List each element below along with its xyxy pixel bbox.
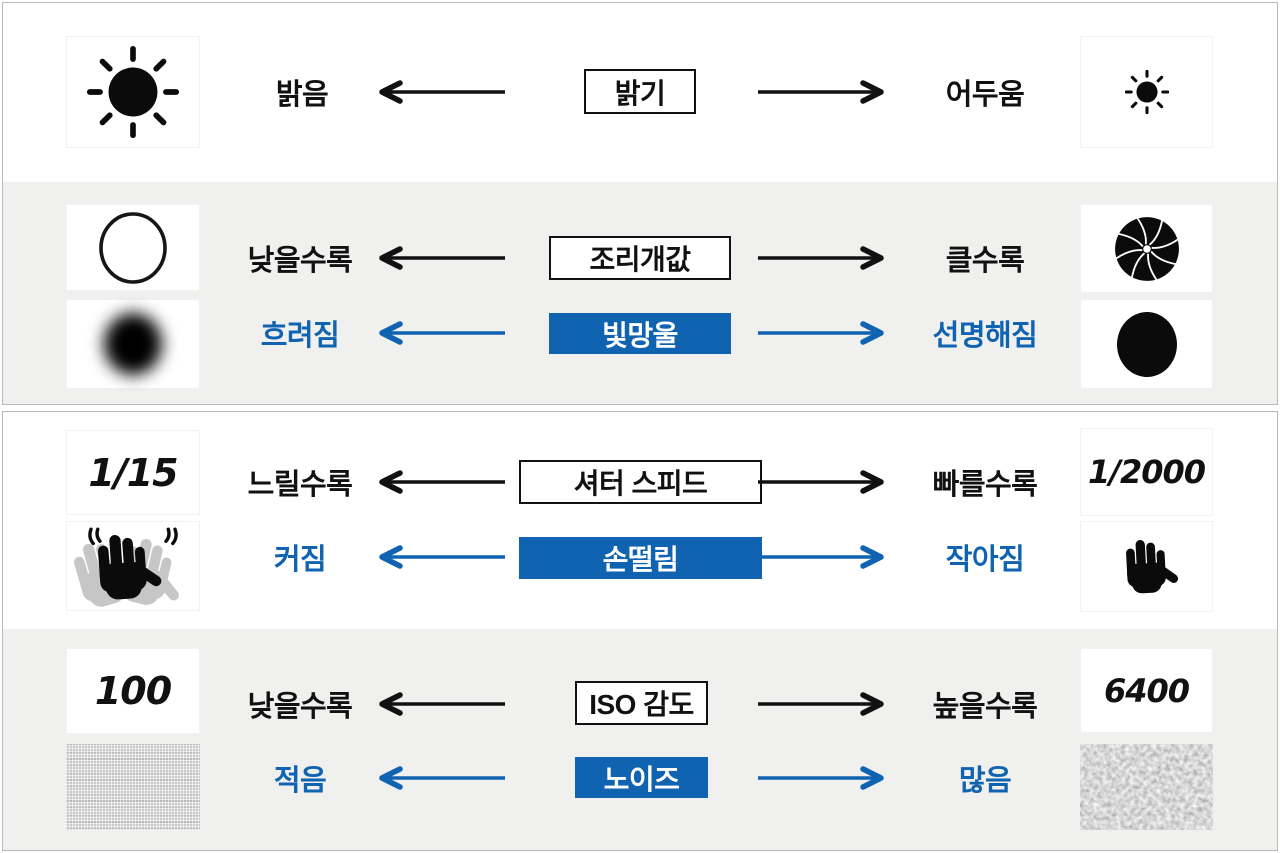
- shutter-left-arrow: [372, 469, 507, 495]
- hand-shake-card: [66, 521, 200, 611]
- bokeh-left-label: 흐려짐: [260, 320, 340, 352]
- shutter-slow-card: 1/15: [66, 430, 200, 515]
- aperture-left-arrow: [372, 245, 507, 271]
- handshake-left-label: 커짐: [273, 544, 327, 576]
- brightness-title-box: 밝기: [584, 69, 696, 114]
- noise-high-card: [1080, 744, 1213, 830]
- iso-title-box: ISO 감도: [575, 681, 708, 725]
- shutter-right-label: 빠를수록: [932, 469, 1038, 501]
- iso-section-band: [3, 629, 1277, 850]
- shutter-left-label: 느릴수록: [247, 469, 353, 501]
- bokeh-blurred-dot-icon: [104, 313, 162, 375]
- noise-left-label: 적음: [273, 765, 327, 797]
- noise-high-texture-icon: [1080, 744, 1213, 830]
- sun-dim-card: [1080, 36, 1213, 148]
- shaking-hand-icon: [70, 527, 192, 608]
- iso-high-value: 6400: [1103, 671, 1190, 710]
- iso-high-card: 6400: [1080, 648, 1213, 733]
- sun-bright-icon: [86, 45, 180, 139]
- iso-low-value: 100: [94, 669, 172, 713]
- iso-left-label: 낮을수록: [247, 691, 353, 723]
- aperture-right-label: 클수록: [945, 245, 1025, 277]
- sun-dim-icon: [1124, 70, 1169, 114]
- handshake-right-label: 작아짐: [945, 544, 1025, 576]
- aperture-closed-icon: [1114, 216, 1179, 281]
- noise-right-label: 많음: [958, 765, 1012, 797]
- iso-left-arrow: [372, 691, 507, 717]
- noise-left-arrow: [372, 765, 507, 791]
- aperture-open-card: [66, 204, 200, 291]
- bokeh-soft-card: [66, 299, 200, 389]
- handshake-title-box: 손떨림: [519, 537, 762, 579]
- brightness-left-arrow: [372, 79, 507, 105]
- bokeh-left-arrow: [372, 320, 507, 346]
- aperture-section-band: [3, 182, 1277, 404]
- aperture-closed-card: [1080, 204, 1213, 293]
- aperture-title-box: 조리개값: [549, 236, 731, 280]
- bokeh-right-label: 선명해짐: [932, 320, 1038, 352]
- bokeh-sharp-card: [1080, 299, 1213, 389]
- handshake-left-arrow: [372, 544, 507, 570]
- noise-low-texture-icon: [66, 744, 200, 830]
- aperture-open-icon: [99, 211, 167, 284]
- noise-right-arrow: [756, 765, 891, 791]
- bokeh-title-box: 빛망울: [549, 313, 731, 354]
- brightness-right-arrow: [756, 79, 891, 105]
- noise-title-box: 노이즈: [575, 757, 708, 798]
- bokeh-solid-dot-icon: [1116, 311, 1177, 377]
- brightness-right-label: 어두움: [945, 79, 1025, 111]
- iso-low-card: 100: [66, 648, 200, 734]
- handshake-right-arrow: [756, 544, 891, 570]
- aperture-left-label: 낮을수록: [247, 245, 353, 277]
- iso-right-label: 높을수록: [932, 691, 1038, 723]
- brightness-left-label: 밝음: [275, 79, 329, 111]
- steady-hand-icon: [1124, 537, 1178, 594]
- hand-steady-card: [1080, 521, 1213, 612]
- noise-low-card: [66, 744, 200, 830]
- shutter-fast-value: 1/2000: [1087, 453, 1206, 491]
- shutter-title-box: 셔터 스피드: [519, 460, 762, 504]
- aperture-right-arrow: [756, 245, 891, 271]
- shutter-right-arrow: [756, 469, 891, 495]
- iso-right-arrow: [756, 691, 891, 717]
- shutter-slow-value: 1/15: [88, 450, 178, 495]
- bokeh-right-arrow: [756, 320, 891, 346]
- sun-bright-card: [66, 36, 200, 148]
- shutter-fast-card: 1/2000: [1080, 428, 1213, 516]
